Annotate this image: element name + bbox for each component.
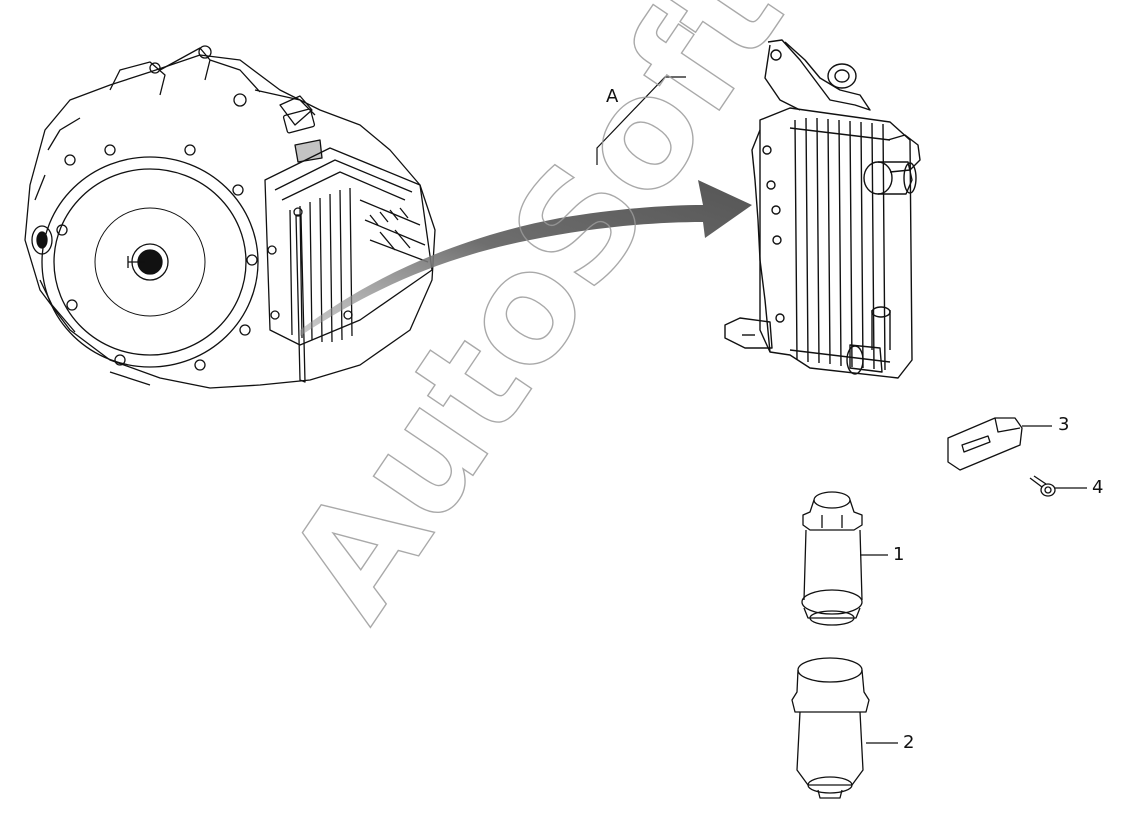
- part-4-bolt: [1029, 475, 1056, 497]
- part-3-bracket: [947, 417, 1023, 471]
- part-2-cartridge: [791, 657, 870, 799]
- transmission-assembly: [24, 45, 436, 389]
- callout-3: 3: [1058, 414, 1070, 435]
- oil-cooler: [724, 39, 921, 379]
- callout-1: 1: [893, 544, 905, 565]
- callout-a: A: [606, 86, 619, 107]
- watermark-text: AutoSoft: [256, 0, 817, 648]
- flow-arrow: [300, 180, 752, 336]
- callout-4: 4: [1092, 477, 1104, 498]
- part-1-filter: [801, 491, 863, 626]
- leader-line-a: [596, 76, 686, 165]
- callout-2: 2: [903, 732, 915, 753]
